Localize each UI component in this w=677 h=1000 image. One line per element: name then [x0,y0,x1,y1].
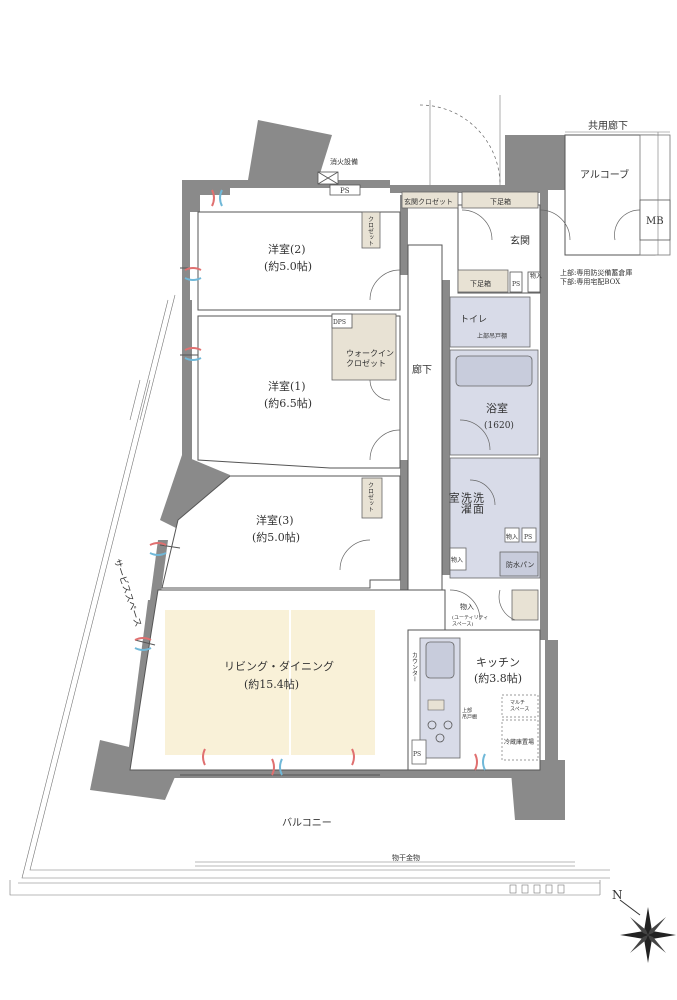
washroom-text-line3: 室 [447,491,460,503]
label-balcony: バルコニー [282,817,332,829]
label-hallway: 廊下 [412,363,432,376]
hallway-area [407,244,443,591]
label-shoe-cabinet-bottom: 下足箱 [470,279,491,288]
wet-areas [411,296,541,765]
kitchen-cabinet-text-line2: 吊戸棚 [462,713,477,720]
storage-entrance-text: 物入 [530,272,542,280]
label-storage-utility: 物入 [460,602,474,611]
label-kitchen-cabinet: 上部吊戸棚 [462,707,477,720]
label-walkin: ウォークインクロゼット [346,349,394,368]
walkin-text: ウォークイン [346,349,394,358]
label-counter: カウンター [411,652,418,682]
label-storage-entrance: 物入 [530,272,542,280]
label-utility-space: (ユーティリティスペース) [452,614,488,627]
label-closet-bedroom2: クロゼット [367,216,374,246]
label-service-space: サービススペース [111,558,143,629]
compass-icon [620,907,676,963]
label-toilet-cabinet: 上部吊戸棚 [477,332,507,340]
utility-space-text-line2: スペース) [452,620,473,627]
ventilation-markers [134,189,486,776]
label-living: リビング・ダイニング [224,659,334,673]
doors [134,95,641,776]
label-bath-size: (1620) [484,420,514,431]
label-bedroom3-size: (約5.0帖) [252,530,300,544]
fire-equipment [317,171,361,196]
label-storage-wash: 物入 [506,533,518,541]
multi-space-text: マルチ [510,700,525,706]
label-ps-kitchen: PS [413,751,421,758]
label-kitchen-size: (約3.8帖) [474,671,522,685]
label-north: N [612,888,623,902]
label-bedroom3: 洋室(3) [256,513,294,527]
label-storage-left: 物入 [451,556,463,564]
label-closet-bedroom3: クロゼット [367,482,374,512]
labels: 共用廊下 アルコーブ MB 消火設備 PS 玄関クロゼット 下足箱 玄関 下足箱… [111,119,663,902]
label-mb: MB [646,216,664,227]
bedroom2-room [197,211,401,311]
label-multi-space: マルチスペース [510,700,529,712]
label-kitchen: キッチン [476,656,520,669]
bedroom3-room [161,475,401,589]
label-dps: DPS [333,319,346,326]
label-bedroom2: 洋室(2) [268,242,306,256]
washroom-text: 洗面 [472,492,485,514]
washroom-text-line2: 洗濯 [459,492,472,515]
label-washroom: 洗面洗濯室 [447,491,484,515]
label-fire-equipment: 消火設備 [330,157,358,166]
storage-note-text: 上部:専用防災備蓄倉庫 [560,268,632,277]
label-shared-corridor: 共用廊下 [588,119,628,132]
label-alcove: アルコーブ [580,168,629,181]
label-entrance: 玄関 [510,234,530,247]
closets [331,191,541,621]
label-bedroom2-size: (約5.0帖) [264,259,312,273]
label-laundry-rail: 物干金物 [392,853,420,862]
label-bedroom1-size: (約6.5帖) [264,396,312,410]
balcony-outline [9,294,610,896]
label-fridge: 冷蔵庫置場 [504,738,534,746]
multi-space-text-line2: スペース [510,706,529,712]
walkin-text-line2: クロゼット [346,358,386,368]
kitchen-cabinet-text: 上部 [462,707,472,714]
label-ps-entrance: PS [512,281,520,288]
label-entrance-closet: 玄関クロゼット [404,197,453,206]
label-bath: 浴室 [486,401,508,415]
label-bedroom1: 洋室(1) [268,379,306,393]
label-shoe-cabinet-top: 下足箱 [490,197,511,206]
toilet-room [449,296,531,348]
living-floor [165,610,375,755]
label-storage-note: 上部:専用防災備蓄倉庫下部:専用宅配BOX [560,268,632,286]
label-ps-top: PS [340,187,350,195]
alcove-area [564,131,671,256]
label-waterproof-pan: 防水パン [506,560,534,569]
utility-space-text: (ユーティリティ [452,614,488,621]
storage-note-text-line2: 下部:専用宅配BOX [560,277,620,286]
label-living-size: (約15.4帖) [244,677,299,691]
label-toilet: トイレ [460,315,487,325]
label-ps-wash: PS [524,534,532,541]
